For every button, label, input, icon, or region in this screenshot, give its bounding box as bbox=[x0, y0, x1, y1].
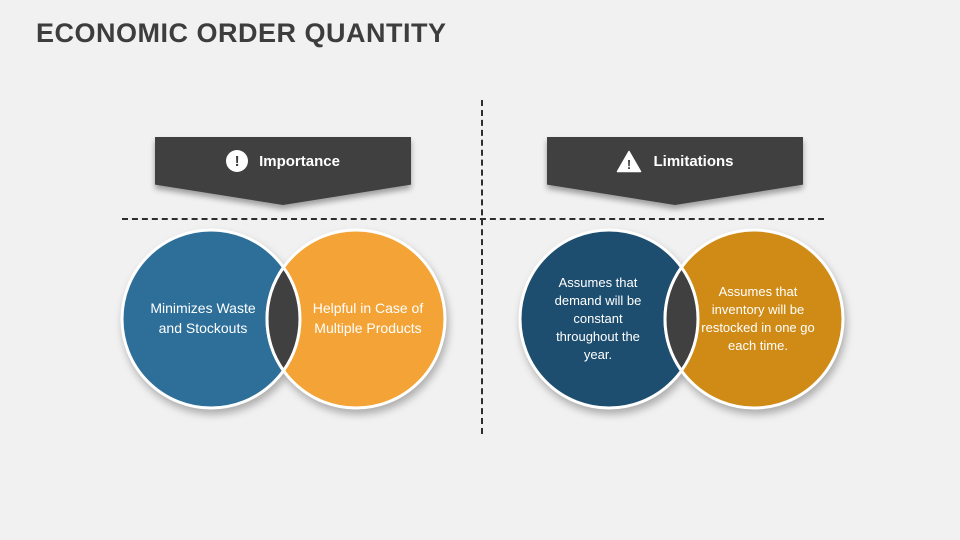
importance-header-label: Importance bbox=[259, 152, 340, 170]
limitations-overlap-lens bbox=[663, 264, 700, 374]
importance-right-circle-text: Helpful in Case of Multiple Products bbox=[312, 300, 424, 336]
page-title: ECONOMIC ORDER QUANTITY bbox=[36, 18, 447, 48]
exclamation-circle-icon: ! bbox=[226, 150, 249, 172]
warning-exclamation-glyph: ! bbox=[627, 157, 631, 172]
importance-overlap-lens bbox=[265, 264, 302, 374]
exclamation-glyph: ! bbox=[234, 152, 240, 170]
limitations-header-ribbon: ! Limitations bbox=[547, 137, 803, 205]
importance-venn-diagram bbox=[120, 228, 447, 410]
importance-left-circle-text: Minimizes Waste and Stockouts bbox=[150, 300, 256, 336]
warning-triangle-icon: ! bbox=[617, 150, 642, 172]
limitations-header-label: Limitations bbox=[653, 152, 734, 170]
limitations-right-circle-text: Assumes that inventory will be restocked… bbox=[701, 283, 815, 354]
vertical-dashed-divider bbox=[481, 100, 483, 434]
limitations-left-circle-text: Assumes that demand will be constant thr… bbox=[554, 274, 642, 363]
importance-header-ribbon: ! Importance bbox=[155, 137, 411, 205]
limitations-venn-diagram bbox=[518, 228, 845, 410]
horizontal-dashed-divider bbox=[122, 218, 824, 220]
